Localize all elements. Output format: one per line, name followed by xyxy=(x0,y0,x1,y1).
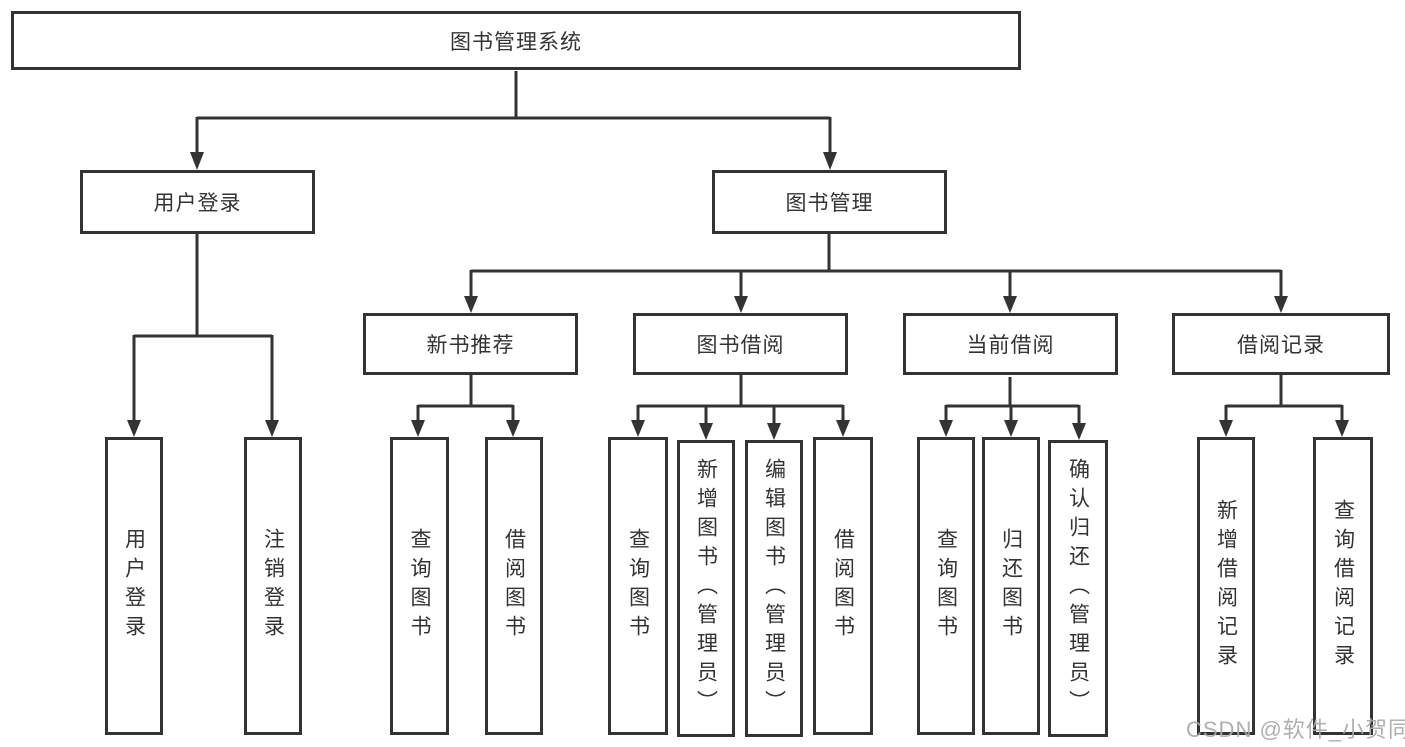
node-user-login-action: 用户登录 xyxy=(105,437,163,735)
node-logout-action: 注销登录 xyxy=(244,437,302,735)
node-br-query-record: 查询借阅记录 xyxy=(1313,437,1373,735)
node-cb-query-book-label: 查询图书 xyxy=(934,528,958,644)
node-user-login: 用户登录 xyxy=(80,170,315,234)
node-cb-confirm-return-admin: 确认归还（管理员） xyxy=(1048,440,1108,737)
node-bb-add-book-admin: 新增图书（管理员） xyxy=(677,440,735,737)
node-br-add-record: 新增借阅记录 xyxy=(1197,437,1255,735)
node-new-book-recommend-label: 新书推荐 xyxy=(426,334,515,357)
node-bb-borrow-book-label: 借阅图书 xyxy=(831,528,855,644)
node-nb-query-book: 查询图书 xyxy=(390,437,449,735)
node-book-management: 图书管理 xyxy=(712,170,947,234)
node-borrow-record-label: 借阅记录 xyxy=(1237,334,1325,357)
node-current-borrow: 当前借阅 xyxy=(903,313,1118,375)
node-bb-edit-book-admin: 编辑图书（管理员） xyxy=(745,440,803,737)
node-nb-borrow-book-label: 借阅图书 xyxy=(502,528,526,644)
node-nb-borrow-book: 借阅图书 xyxy=(485,437,543,735)
node-current-borrow-label: 当前借阅 xyxy=(966,334,1055,357)
node-book-borrow: 图书借阅 xyxy=(633,313,848,375)
node-nb-query-book-label: 查询图书 xyxy=(408,528,432,644)
node-bb-edit-book-admin-label: 编辑图书（管理员） xyxy=(762,458,786,719)
arrowheads xyxy=(127,152,1349,440)
node-root-label: 图书管理系统 xyxy=(450,30,582,54)
node-br-add-record-label: 新增借阅记录 xyxy=(1214,499,1238,673)
csdn-watermark: CSDN @软件_小贺同学 xyxy=(1186,717,1405,742)
connector-paths xyxy=(132,71,1344,425)
node-cb-query-book: 查询图书 xyxy=(917,437,975,735)
node-user-login-label: 用户登录 xyxy=(153,192,242,215)
node-root: 图书管理系统 xyxy=(11,11,1021,70)
node-cb-return-book: 归还图书 xyxy=(982,437,1040,735)
node-bb-query-book-label: 查询图书 xyxy=(626,528,650,644)
node-book-borrow-label: 图书借阅 xyxy=(696,334,785,357)
node-user-login-action-label: 用户登录 xyxy=(122,528,146,644)
node-bb-borrow-book: 借阅图书 xyxy=(813,437,873,735)
node-br-query-record-label: 查询借阅记录 xyxy=(1331,499,1355,673)
node-bb-add-book-admin-label: 新增图书（管理员） xyxy=(694,458,718,719)
node-cb-confirm-return-admin-label: 确认归还（管理员） xyxy=(1066,458,1090,719)
node-borrow-record: 借阅记录 xyxy=(1172,313,1390,375)
node-logout-action-label: 注销登录 xyxy=(261,528,285,644)
node-bb-query-book: 查询图书 xyxy=(608,437,668,735)
node-cb-return-book-label: 归还图书 xyxy=(999,528,1023,644)
node-book-management-label: 图书管理 xyxy=(785,192,874,215)
node-new-book-recommend: 新书推荐 xyxy=(363,313,578,375)
